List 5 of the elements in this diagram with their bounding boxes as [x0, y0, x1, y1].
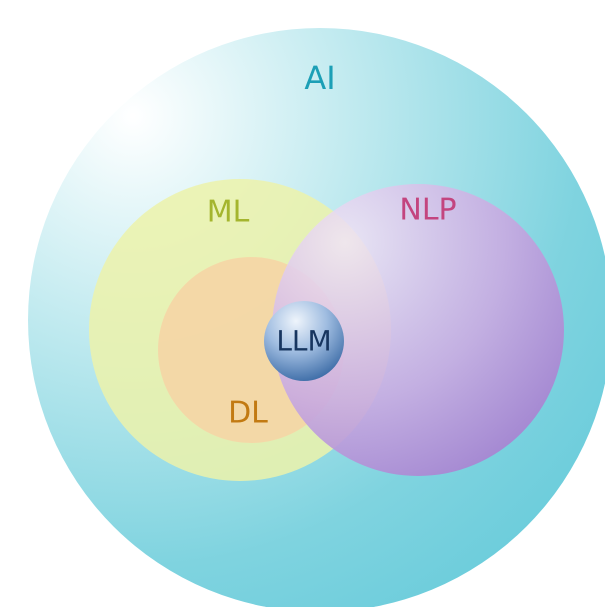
- set-label: ML: [206, 194, 250, 230]
- set-label: AI: [304, 59, 336, 97]
- set-label: LLM: [276, 324, 332, 358]
- set-label: NLP: [399, 192, 457, 228]
- set-label: DL: [228, 396, 268, 430]
